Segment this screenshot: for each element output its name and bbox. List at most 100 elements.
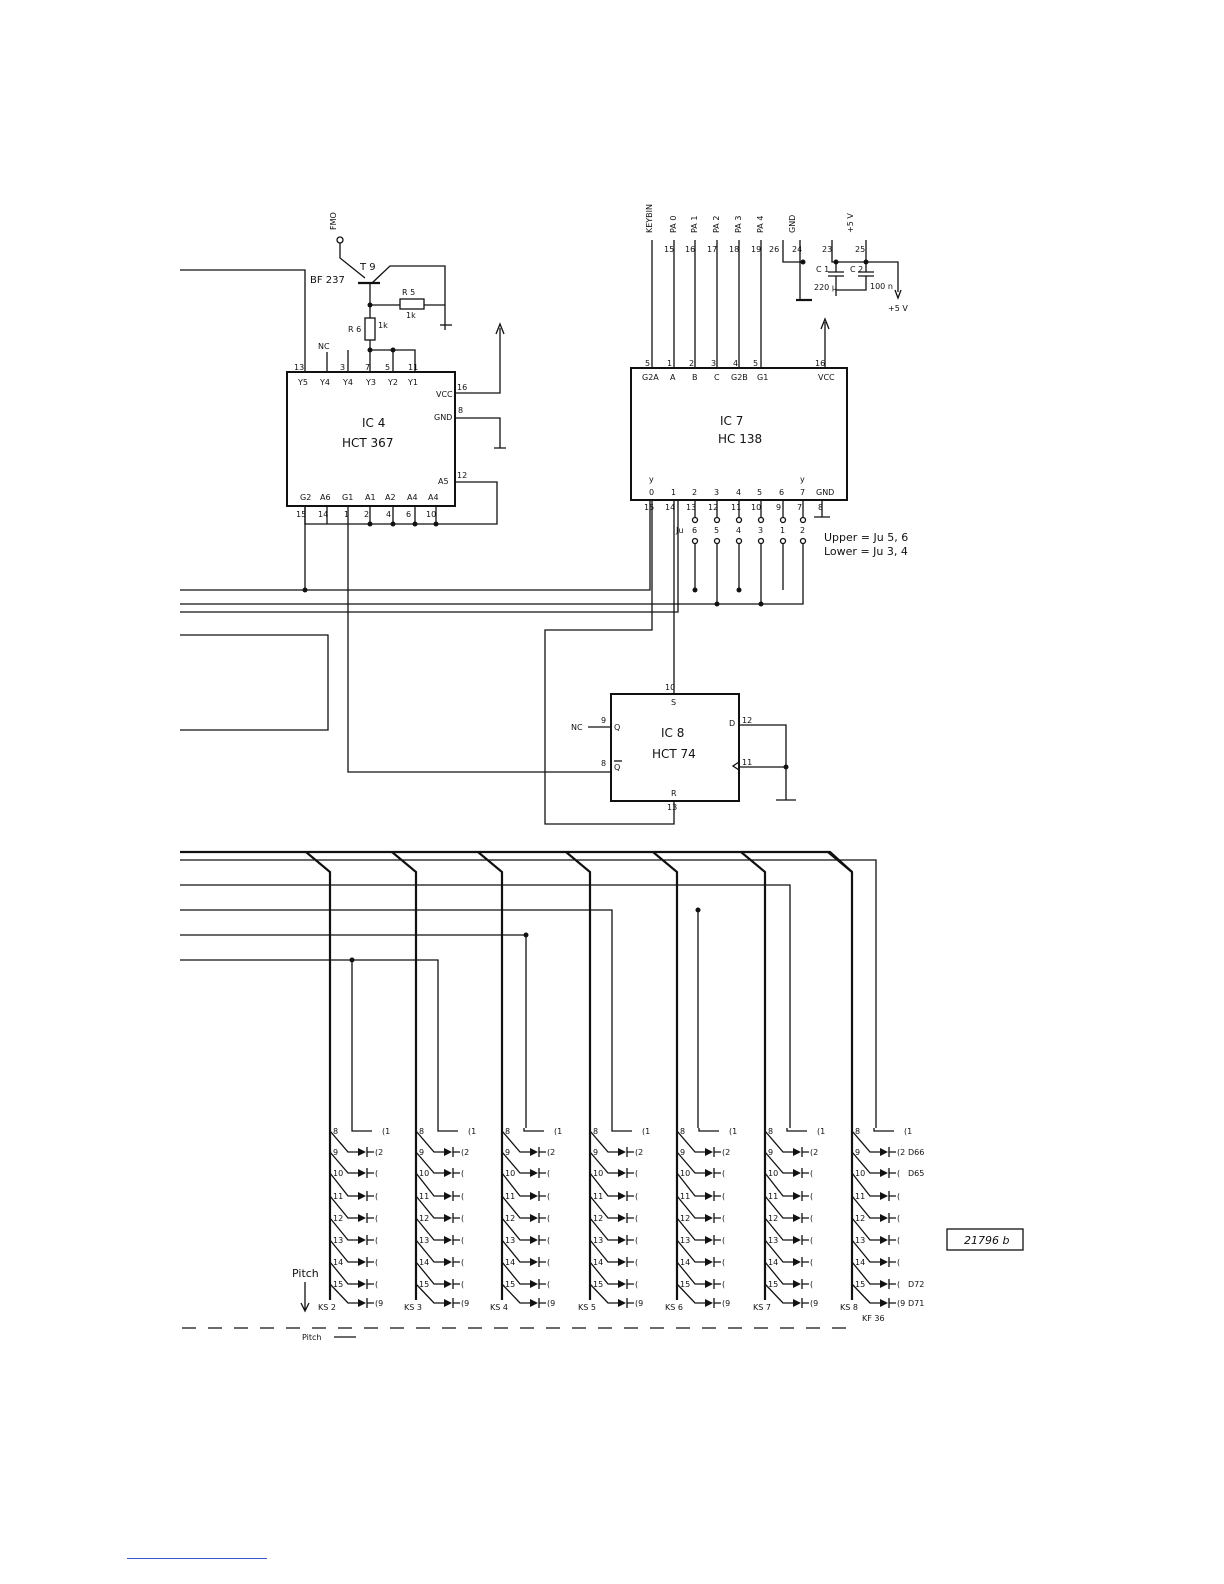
diode-lead <box>415 1261 444 1285</box>
diode-lead <box>329 1261 358 1285</box>
svg-text:6: 6 <box>406 510 411 519</box>
row-number: 14 <box>419 1258 429 1267</box>
row-pin-label: ( <box>461 1280 464 1289</box>
diode <box>880 1214 888 1222</box>
svg-text:FMO: FMO <box>329 212 338 230</box>
row-number: 8 <box>855 1127 860 1136</box>
diode-ref-label: D71 <box>908 1299 924 1308</box>
svg-text:2: 2 <box>800 526 805 535</box>
svg-text:1k: 1k <box>406 311 416 320</box>
diode-lead <box>329 1239 358 1263</box>
row-number: 15 <box>855 1280 865 1289</box>
row-pin-label: (9 <box>635 1299 643 1308</box>
svg-text:4: 4 <box>736 488 741 497</box>
diode-cathode <box>888 1168 896 1178</box>
diode-cathode <box>888 1147 896 1157</box>
row-pin-label: ( <box>810 1236 813 1245</box>
pin-stub <box>351 1128 372 1132</box>
pin-stub <box>698 1128 719 1132</box>
svg-text:A: A <box>670 373 676 382</box>
row-pin-label: ( <box>547 1192 550 1201</box>
diode-cathode <box>626 1298 634 1308</box>
row-pin-label: ( <box>375 1214 378 1223</box>
row-pin-label: ( <box>810 1169 813 1178</box>
svg-text:19: 19 <box>751 245 761 254</box>
diode-lead <box>501 1151 530 1174</box>
svg-text:PA 0: PA 0 <box>669 216 678 233</box>
pin-stub <box>611 1128 632 1132</box>
svg-text:9: 9 <box>776 503 781 512</box>
key-switch-label: KS 2 <box>318 1303 336 1312</box>
row-pin-label: ( <box>722 1280 725 1289</box>
svg-text:Q: Q <box>614 763 620 772</box>
svg-text:PA 2: PA 2 <box>712 216 721 233</box>
diode <box>444 1169 452 1177</box>
diode-cathode <box>538 1147 546 1157</box>
svg-text:GND: GND <box>434 413 452 422</box>
row-number: 14 <box>680 1258 690 1267</box>
svg-text:KEYBIN: KEYBIN <box>645 204 654 233</box>
svg-text:G2B: G2B <box>731 373 748 382</box>
diode <box>358 1280 366 1288</box>
svg-text:C: C <box>714 373 720 382</box>
svg-text:NC: NC <box>571 723 583 732</box>
row-pin-label: ( <box>461 1169 464 1178</box>
row-number: 11 <box>680 1192 690 1201</box>
diode <box>705 1192 713 1200</box>
row-number: 12 <box>855 1214 865 1223</box>
diode-lead <box>676 1217 705 1241</box>
svg-text:18: 18 <box>729 245 739 254</box>
svg-text:C 1: C 1 <box>816 265 829 274</box>
row-number: 15 <box>593 1280 603 1289</box>
row-number: 12 <box>768 1214 778 1223</box>
diode-lead <box>415 1217 444 1241</box>
row-pin-label: ( <box>635 1192 638 1201</box>
row-number: 13 <box>333 1236 343 1245</box>
row-number: 11 <box>333 1192 343 1201</box>
svg-text:12: 12 <box>708 503 718 512</box>
svg-text:220 µ: 220 µ <box>814 283 837 292</box>
svg-text:IC 8: IC 8 <box>661 726 684 740</box>
diode <box>705 1214 713 1222</box>
svg-text:GND: GND <box>788 215 797 233</box>
svg-text:3: 3 <box>711 359 716 368</box>
svg-text:3: 3 <box>340 363 345 372</box>
svg-text:R 5: R 5 <box>402 288 415 297</box>
pin-one-label: (1 <box>554 1127 562 1136</box>
diode-cathode <box>538 1298 546 1308</box>
diode-cathode <box>452 1298 460 1308</box>
diode-cathode <box>888 1191 896 1201</box>
pin-stub <box>523 1128 544 1132</box>
key-switch-group: (18(29(10(11(12(13(14(15(9KS 5 <box>565 851 650 1312</box>
svg-text:15: 15 <box>664 245 674 254</box>
svg-text:5: 5 <box>753 359 758 368</box>
diode <box>444 1280 452 1288</box>
diode <box>793 1192 801 1200</box>
diode <box>705 1258 713 1266</box>
diode-lead <box>676 1261 705 1285</box>
diode-lead <box>676 1283 705 1304</box>
row-number: 12 <box>593 1214 603 1223</box>
row-number: 15 <box>768 1280 778 1289</box>
diode-lead <box>851 1172 880 1197</box>
row-pin-label: ( <box>547 1236 550 1245</box>
row-pin-label: ( <box>810 1258 813 1267</box>
svg-text:PA 4: PA 4 <box>756 216 765 233</box>
svg-text:1k: 1k <box>378 321 388 330</box>
row-pin-label: ( <box>375 1192 378 1201</box>
diode-cathode <box>801 1191 809 1201</box>
row-pin-label: ( <box>897 1214 900 1223</box>
diode-cathode <box>452 1235 460 1245</box>
diode-cathode <box>713 1257 721 1267</box>
diode-lead <box>676 1130 705 1153</box>
diode <box>793 1169 801 1177</box>
diode-cathode <box>801 1213 809 1223</box>
row-number: 9 <box>419 1148 424 1157</box>
diode-lead <box>589 1217 618 1241</box>
diode-lead <box>589 1172 618 1197</box>
svg-text:13: 13 <box>294 363 304 372</box>
svg-text:A5: A5 <box>438 477 449 486</box>
svg-text:1: 1 <box>667 359 672 368</box>
row-pin-label: (9 <box>375 1299 383 1308</box>
diode-lead <box>764 1130 793 1153</box>
